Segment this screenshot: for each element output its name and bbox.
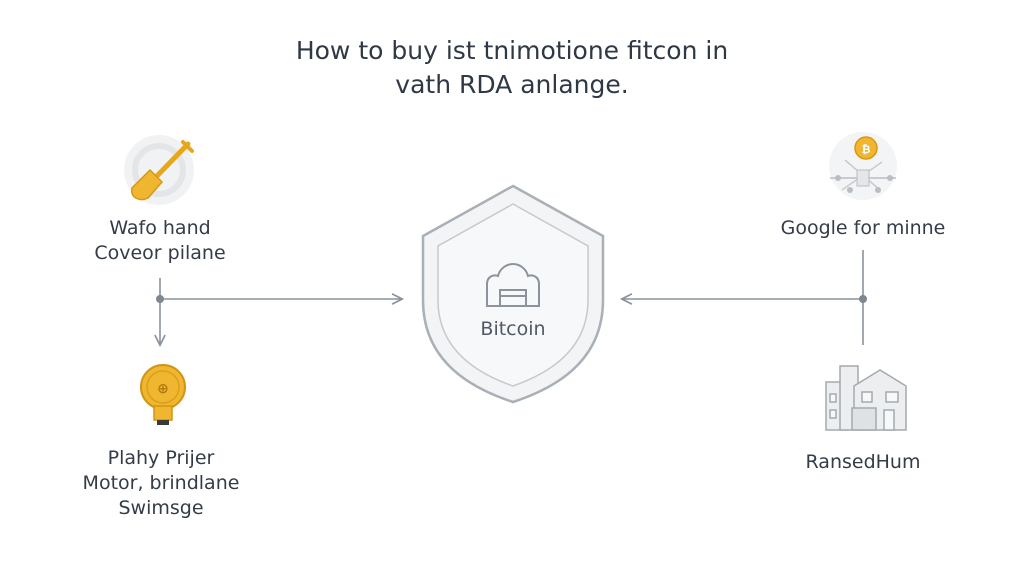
gold-coin-icon: ⊕ <box>140 364 186 425</box>
bitcoin-node-icon <box>486 262 540 307</box>
title-line-1: How to buy ist tnimotione fitcon in <box>295 36 729 65</box>
node-top-right-line-1: Google for minne <box>780 217 946 239</box>
node-bottom-left-line-2: Motor, brindlane <box>82 472 240 494</box>
svg-text:⊕: ⊕ <box>157 381 169 397</box>
node-top-left-label: Wafo hand Coveor pilane <box>60 216 260 266</box>
node-bottom-left-line-1: Plahy Prijer <box>107 447 215 469</box>
left-junction-dot <box>156 295 164 303</box>
right-junction-dot <box>859 295 867 303</box>
svg-text:₿: ₿ <box>862 143 871 156</box>
coin-network-icon: ₿ <box>829 132 897 200</box>
node-bottom-left-label: Plahy Prijer Motor, brindlane Swimsge <box>50 446 272 521</box>
node-top-right-label: Google for minne <box>752 216 974 241</box>
center-node-label: Bitcoin <box>480 318 546 340</box>
node-bottom-left-line-3: Swimsge <box>118 497 204 519</box>
node-top-left-line-2: Coveor pilane <box>94 242 226 264</box>
building-icon <box>825 365 907 431</box>
node-bottom-right-line-1: RansedHum <box>805 451 921 473</box>
node-bottom-right-label: RansedHum <box>772 450 954 475</box>
diagram-title: How to buy ist tnimotione fitcon in vath… <box>0 34 1024 102</box>
title-line-2: vath RDA anlange. <box>395 70 629 99</box>
shovel-icon <box>124 135 194 205</box>
shield-icon <box>421 184 605 404</box>
node-top-left-line-1: Wafo hand <box>109 217 211 239</box>
